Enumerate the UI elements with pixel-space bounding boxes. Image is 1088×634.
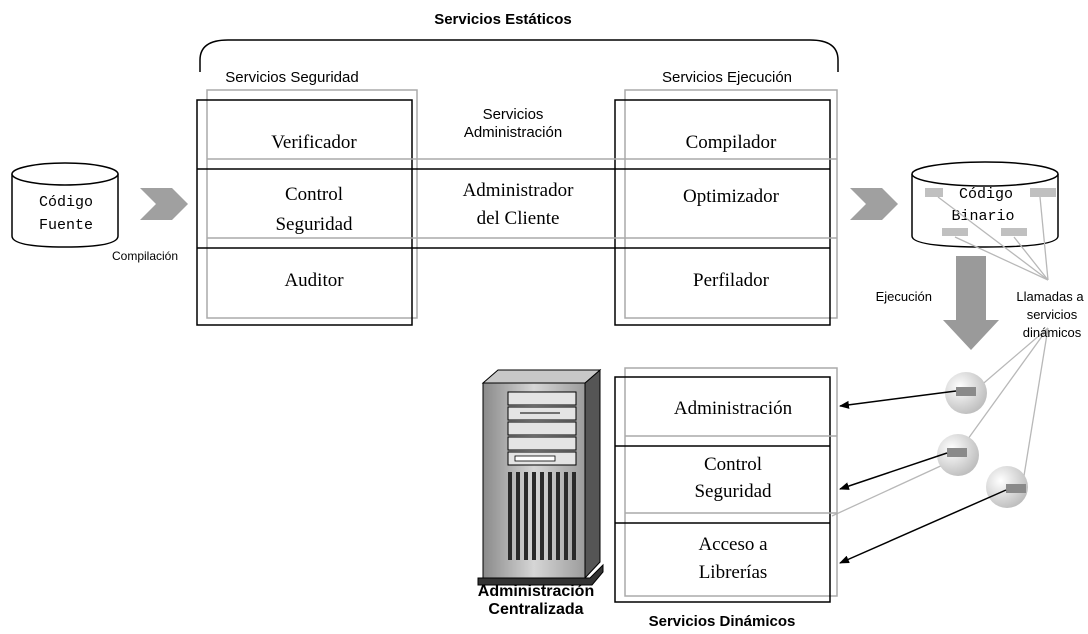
dynamic-item-seguridad: Seguridad <box>694 481 772 502</box>
source-code-cylinder <box>11 162 119 248</box>
source-code-line2: Fuente <box>39 217 93 234</box>
binary-chip-3 <box>942 228 968 236</box>
call-arrow-security <box>839 452 948 490</box>
execution-arrow-icon <box>943 256 999 350</box>
execution-box <box>614 99 831 326</box>
binary-chip-1 <box>925 188 943 197</box>
output-arrow-icon <box>850 188 898 220</box>
binary-chip-4 <box>1001 228 1027 236</box>
execution-item-perfilador: Perfilador <box>693 270 770 291</box>
service-call-lines <box>831 196 1049 517</box>
dynamic-box-shadow <box>624 367 838 597</box>
security-item-seguridad: Seguridad <box>275 214 353 235</box>
calls-label-1: Llamadas a <box>1016 289 1084 304</box>
admin-services-label-2: Administración <box>464 124 562 141</box>
static-services-title: Servicios Estáticos <box>434 11 572 28</box>
admin-item-line1: Administrador <box>463 180 574 201</box>
compile-arrow-icon <box>140 188 188 220</box>
dynamic-services-title: Servicios Dinámicos <box>649 613 796 630</box>
call-arrow-admin <box>839 390 957 409</box>
compilation-label: Compilación <box>112 249 178 263</box>
dynamic-call-sphere-1 <box>945 372 987 414</box>
execution-services-label: Servicios Ejecución <box>662 69 792 86</box>
dynamic-call-sphere-3 <box>986 466 1028 508</box>
execution-item-optimizador: Optimizador <box>683 186 780 207</box>
server-label-1: Administración <box>478 583 594 600</box>
call-arrow-libraries <box>839 489 1007 564</box>
dynamic-item-administracion: Administración <box>674 398 793 419</box>
server-label-2: Centralizada <box>488 601 583 618</box>
security-services-label: Servicios Seguridad <box>225 69 358 86</box>
dynamic-box <box>614 376 831 603</box>
execution-item-compilador: Compilador <box>686 132 777 153</box>
static-services-brace <box>199 39 839 72</box>
binary-code-line2: Binario <box>951 208 1014 225</box>
calls-label-2: servicios <box>1027 307 1078 322</box>
binary-chip-2 <box>1030 188 1056 197</box>
admin-item-line2: del Cliente <box>477 208 560 229</box>
source-code-line1: Código <box>39 194 93 211</box>
dynamic-item-acceso: Acceso a <box>698 534 768 555</box>
security-box <box>196 99 413 326</box>
security-box-shadow <box>206 89 418 319</box>
admin-services-label-1: Servicios <box>483 106 544 123</box>
execution-box-shadow <box>624 89 838 319</box>
dynamic-item-librerias: Librerías <box>699 562 768 583</box>
dynamic-item-control: Control <box>704 454 762 475</box>
execution-label: Ejecución <box>876 289 932 304</box>
security-item-control: Control <box>285 184 343 205</box>
binary-code-line1: Código <box>959 186 1013 203</box>
server-tower-icon <box>477 368 604 586</box>
calls-label-3: dinámicos <box>1023 325 1082 340</box>
dynamic-call-sphere-2 <box>937 434 979 476</box>
security-item-verificador: Verificador <box>271 132 357 153</box>
security-item-auditor: Auditor <box>284 270 344 291</box>
binary-code-cylinder <box>911 161 1059 248</box>
